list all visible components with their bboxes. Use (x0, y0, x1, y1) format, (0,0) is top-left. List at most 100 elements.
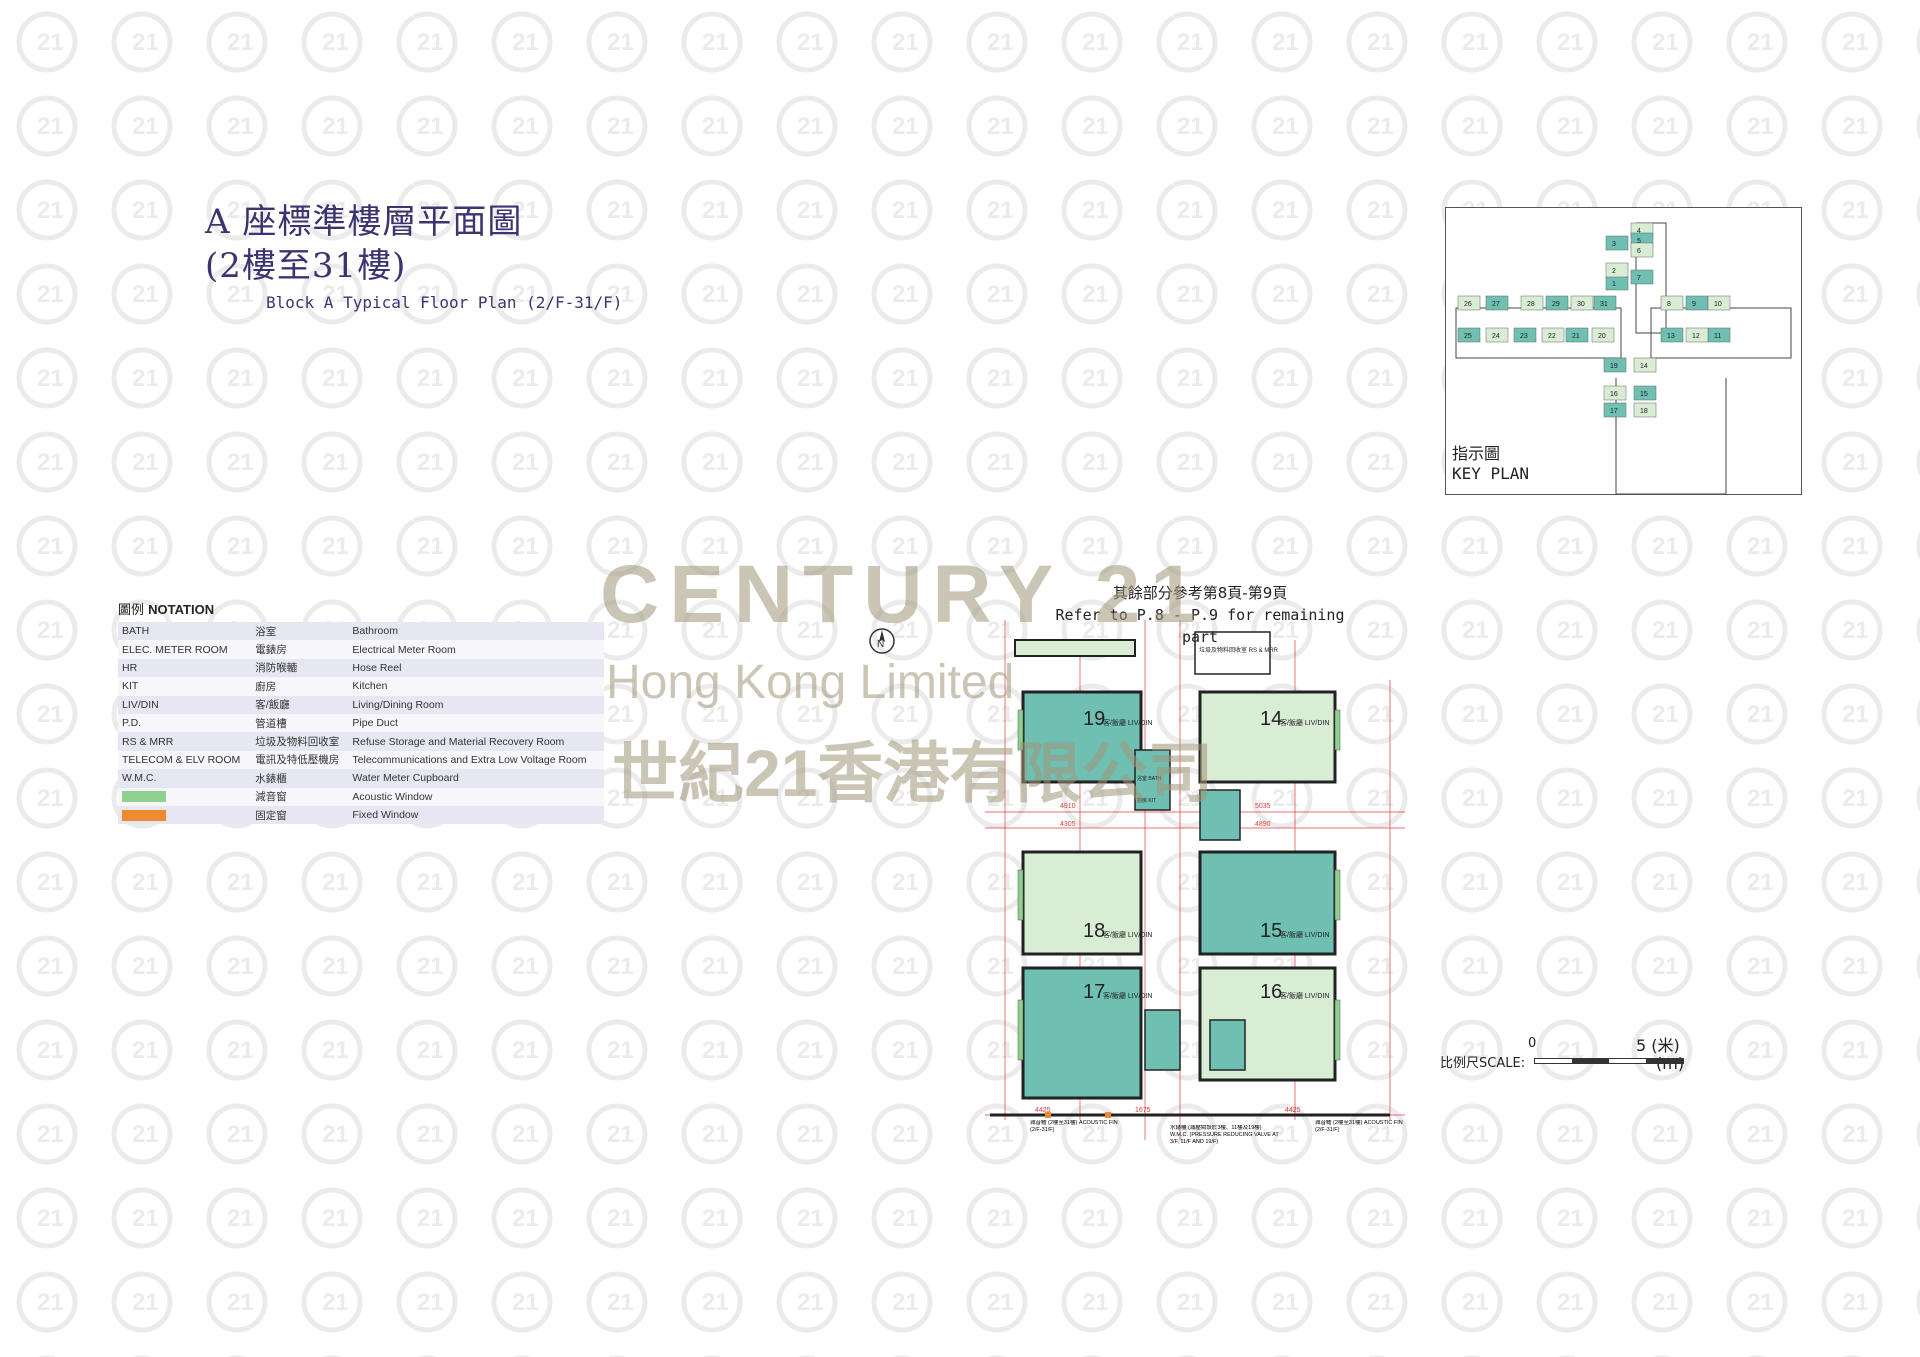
footnote-acoustic-fin-left: 減音鰭 (2樓至31樓) ACOUSTIC FIN (2/F-31/F) (1030, 1120, 1118, 1133)
key-plan-unit (1605, 275, 1629, 291)
key-plan-unit (1660, 295, 1684, 311)
key-plan-unit-label: 17 (1610, 408, 1618, 415)
scale-zero: 0 (1528, 1036, 1537, 1051)
title-zh-line1: A 座標準樓層平面圖 (205, 202, 523, 242)
key-plan-unit-label: 12 (1692, 333, 1700, 340)
notation-swatch (122, 791, 166, 803)
unit-label: 客/飯廳 LIV/DIN (1280, 718, 1329, 727)
key-plan-unit-label: 20 (1598, 333, 1606, 340)
notation-abbr (118, 788, 251, 806)
unit-label: 客/飯廳 LIV/DIN (1103, 930, 1152, 939)
title-en: Block A Typical Floor Plan (2/F-31/F) (266, 293, 623, 312)
key-plan-label-en: KEY PLAN (1452, 464, 1530, 483)
key-plan-unit (1593, 295, 1617, 311)
notation-abbr: TELECOM & ELV ROOM (122, 753, 241, 766)
scale-label: 比例尺SCALE: (1440, 1056, 1526, 1071)
plan-note-zh: 其餘部分參考第8頁-第9頁 (1112, 584, 1288, 602)
key-plan-unit-label: 7 (1637, 275, 1641, 282)
key-plan-unit-label: 26 (1464, 301, 1472, 308)
key-plan-unit-label: 2 (1612, 268, 1616, 275)
unit-no: 19 (1083, 708, 1105, 730)
key-plan-unit (1605, 235, 1629, 251)
key-plan-unit-label: 14 (1640, 363, 1648, 370)
key-plan-unit (1457, 327, 1481, 343)
key-plan-unit-label: 22 (1548, 333, 1556, 340)
notation-swatch (122, 809, 166, 821)
key-plan-unit-label: 30 (1577, 301, 1585, 308)
unit-no: 17 (1083, 981, 1105, 1003)
key-plan-unit-label: 31 (1600, 301, 1608, 308)
key-plan-unit (1633, 357, 1657, 373)
key-plan-unit-label: 15 (1640, 391, 1648, 398)
plan-note-en: Refer to P.8 - P.9 for remaining part (1055, 606, 1345, 646)
notation-row: BATH 浴室 Bathroom (118, 622, 604, 641)
notation-abbr: RS & MRR (122, 735, 174, 748)
notation-en: Bathroom (352, 625, 398, 638)
unit-no: 16 (1260, 981, 1282, 1003)
notation-en: Refuse Storage and Material Recovery Roo… (352, 735, 565, 748)
key-plan-unit (1630, 242, 1654, 258)
dim-label: 4910 (1060, 803, 1076, 810)
key-plan-unit-label: 10 (1714, 301, 1722, 308)
unit-label: 客/飯廳 LIV/DIN (1280, 930, 1329, 939)
key-plan-unit (1603, 385, 1627, 401)
key-plan-unit (1485, 295, 1509, 311)
key-plan-unit (1633, 385, 1657, 401)
key-plan-label-zh: 指示圖 (1452, 444, 1501, 463)
notation-abbr: P.D. (122, 717, 142, 730)
notation-zh: 固定窗 (255, 809, 287, 822)
notation-zh: 電錶房 (255, 644, 287, 657)
key-plan-unit-label: 8 (1667, 301, 1671, 308)
key-plan-unit-label: 25 (1464, 333, 1472, 340)
dim-label: 5035 (1255, 803, 1271, 810)
notation-en: Telecommunications and Extra Low Voltage… (352, 753, 587, 766)
key-plan-unit (1603, 357, 1627, 373)
key-plan-unit-label: 13 (1667, 333, 1675, 340)
dim-label: 4425 (1285, 1107, 1301, 1114)
key-plan-unit (1545, 295, 1569, 311)
dim-label: 1675 (1135, 1107, 1151, 1114)
notation-abbr: BATH (122, 625, 150, 638)
key-plan-unit (1605, 262, 1629, 278)
key-plan-unit (1565, 327, 1589, 343)
key-plan-unit-label: 19 (1610, 363, 1618, 370)
key-plan-unit (1660, 327, 1684, 343)
floor-plan: 19 客/飯廳 LIV/DIN 14 客/飯廳 LIV/DIN 18 客/飯廳 … (985, 620, 1405, 1145)
unit-label: 客/飯廳 LIV/DIN (1103, 718, 1152, 727)
key-plan-unit-label: 29 (1552, 301, 1560, 308)
key-plan-unit-label: 5 (1637, 238, 1641, 245)
key-plan-unit-label: 18 (1640, 408, 1648, 415)
key-plan-unit-label: 21 (1572, 333, 1580, 340)
plan-note: 其餘部分參考第8頁-第9頁 Refer to P.8 - P.9 for rem… (1040, 582, 1360, 648)
notation-title: 圖例 NOTATION (118, 599, 604, 618)
key-plan-unit-label: 4 (1637, 228, 1641, 235)
notation-en: Kitchen (352, 680, 388, 693)
footnote-wmc: 水錶櫃 (減壓閥設於3樓、11樓及19樓) W.M.C. (PRESSURE R… (1170, 1125, 1279, 1145)
notation-zh: 水錶櫃 (255, 772, 287, 785)
page-title: A 座標準樓層平面圖 (2樓至31樓) (205, 200, 522, 288)
notation-en: Fixed Window (352, 809, 419, 822)
notation-abbr: ELEC. METER ROOM (122, 643, 228, 656)
svg-text:N: N (877, 639, 884, 650)
key-plan-unit (1633, 402, 1657, 418)
room-label-bath: 浴室 BATH (1137, 775, 1162, 782)
north-compass-icon: N (869, 628, 895, 654)
notation-zh: 客/飯廳 (255, 699, 290, 712)
key-plan-unit (1520, 295, 1544, 311)
key-plan-unit-label: 28 (1527, 301, 1535, 308)
notation-abbr (118, 806, 251, 824)
key-plan-unit-label: 24 (1492, 333, 1500, 340)
unit-no: 15 (1260, 920, 1282, 942)
key-plan-unit (1513, 327, 1537, 343)
notation-zh: 浴室 (255, 625, 277, 638)
key-plan-unit-label: 3 (1612, 241, 1616, 248)
